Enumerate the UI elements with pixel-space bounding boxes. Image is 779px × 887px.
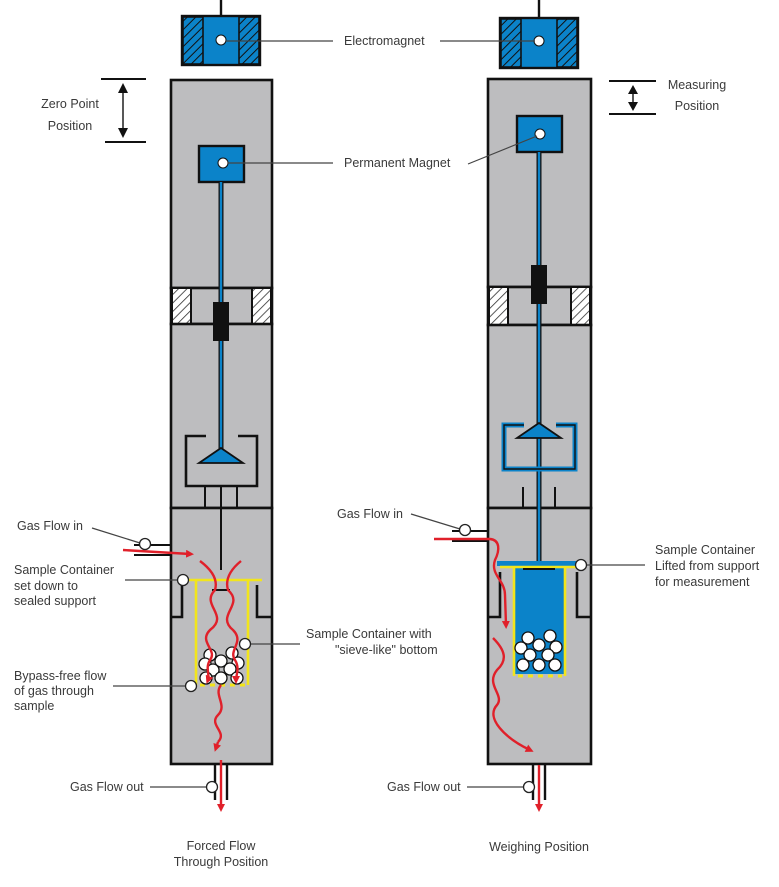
electromagnet-left [180,14,262,67]
sample-particles-right [514,629,563,672]
labels: Electromagnet Permanent Magnet Zero Poin… [14,34,760,869]
label-bypass-2: of gas through [14,684,94,698]
label-sieve-1: Sample Container with [306,627,432,641]
leader-lines [91,40,645,794]
sample-container-right [500,565,578,678]
label-sieve-2: "sieve-like" bottom [335,643,438,657]
left-apparatus [101,0,274,812]
sealed-support-left [171,585,184,619]
hatched-seal-right [251,287,272,325]
label-gas-in-left: Gas Flow in [17,519,83,533]
label-gas-out-right: Gas Flow out [387,780,461,794]
zero-point-bracket [101,78,146,143]
label-container-set-3: sealed support [14,594,97,608]
label-container-lifted-1: Sample Container [655,543,755,557]
label-zero-point-1: Zero Point [41,97,99,111]
caption-right: Weighing Position [489,840,589,854]
gas-outlet-right [531,764,547,812]
coupling-block [213,302,229,341]
caption-left-1: Forced Flow [187,839,257,853]
label-bypass-1: Bypass-free flow [14,669,107,683]
label-bypass-3: sample [14,699,54,713]
label-measuring-2: Position [675,99,720,113]
label-container-set-2: set down to [14,579,78,593]
permanent-magnet-right [515,114,564,154]
label-gas-in-right: Gas Flow in [337,507,403,521]
permanent-magnet-left [197,144,246,184]
hatched-seal-left [171,287,192,325]
sealed-support-right [255,585,272,619]
label-measuring-1: Measuring [668,78,726,92]
caption-left-2: Through Position [174,855,269,869]
label-gas-out-left: Gas Flow out [70,780,144,794]
label-electromagnet: Electromagnet [344,34,425,48]
right-apparatus [434,0,656,812]
label-permanent-magnet: Permanent Magnet [344,156,451,170]
load-decoupling-left [184,434,259,591]
sample-container-left [188,578,262,687]
gas-flow-left [122,548,242,752]
label-zero-point-2: Position [48,119,93,133]
label-container-lifted-3: for measurement [655,575,750,589]
load-coupling-right [501,421,578,508]
label-container-lifted-2: Lifted from support [655,559,760,573]
electromagnet-right [498,16,580,70]
label-container-set-1: Sample Container [14,563,114,577]
gas-flow-right [434,537,534,752]
coupling-block-right [531,265,547,304]
measuring-bracket [609,80,656,115]
support-plate [497,561,583,566]
